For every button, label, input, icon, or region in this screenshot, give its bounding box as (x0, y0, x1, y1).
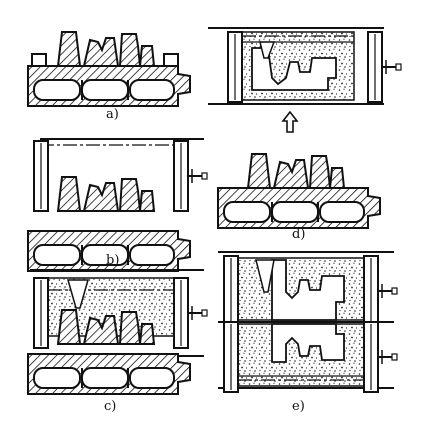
up-arrow-icon (281, 110, 299, 133)
pattern-set (57, 176, 155, 212)
pattern-board (217, 187, 381, 229)
flask-pin-right (163, 53, 179, 67)
sprue (255, 259, 275, 293)
mold-cavity-lower (271, 323, 345, 363)
mold-cavity-upper (271, 259, 345, 321)
pattern-board (27, 353, 191, 395)
panel-d (217, 153, 381, 229)
panel-mold-half (208, 27, 402, 105)
sprue (67, 279, 89, 309)
panel-label-e: e) (292, 399, 305, 414)
panel-b (27, 138, 208, 272)
panel-e (218, 251, 398, 393)
pattern-set (57, 31, 155, 67)
pattern-set (247, 153, 345, 189)
mold-cavity (251, 47, 337, 91)
flask-pin-left (31, 53, 47, 67)
panel-c (27, 269, 208, 395)
pattern-board (27, 65, 191, 107)
sprue (259, 41, 276, 59)
panel-a (27, 31, 191, 107)
panel-label-c: c) (104, 399, 116, 414)
panel-label-a: a) (106, 107, 119, 122)
panel-label-b: b) (106, 253, 119, 268)
panel-label-d: d) (292, 227, 305, 242)
